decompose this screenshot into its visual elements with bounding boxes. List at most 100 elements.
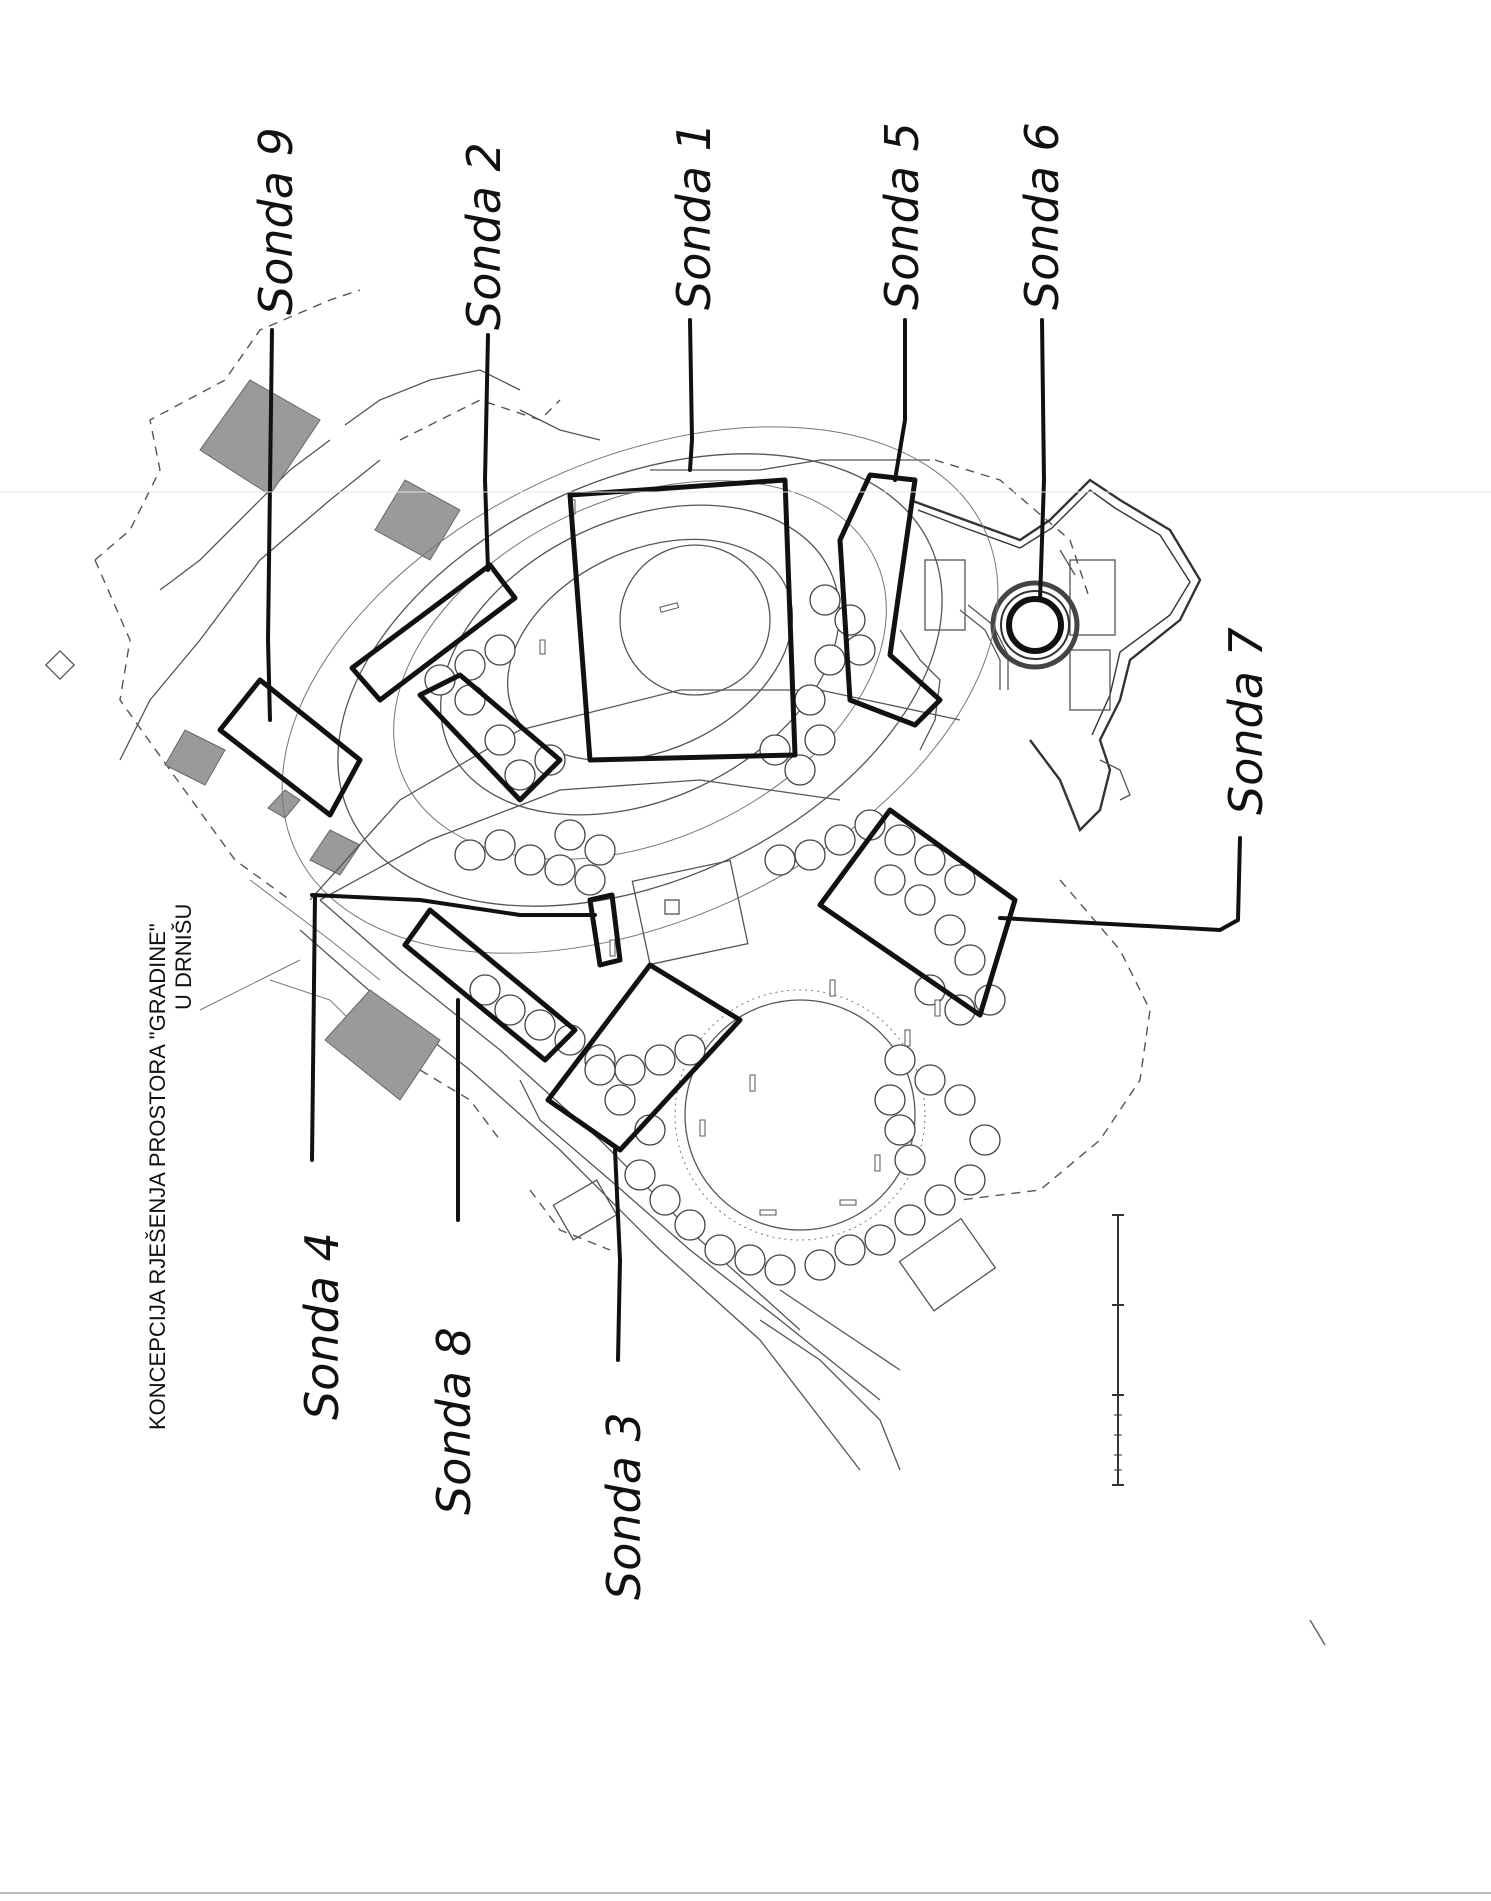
tree-symbol xyxy=(484,634,516,666)
tree-symbol xyxy=(534,744,566,776)
tree-symbol xyxy=(524,1009,556,1041)
tree-symbol xyxy=(874,1084,906,1116)
tree-symbol xyxy=(454,839,486,871)
tree-symbol xyxy=(484,724,516,756)
tree-symbol xyxy=(554,1024,586,1056)
sonda-5-leader xyxy=(893,318,907,482)
tree-symbol xyxy=(759,734,791,766)
sonda-1-outline xyxy=(567,477,798,763)
sonda-small-outline xyxy=(587,892,623,968)
sonda-4-leader xyxy=(310,893,597,1162)
plan-title-line1: KONCEPCIJA RJEŠENJA PROSTORA "GRADINE" xyxy=(145,923,170,1430)
tree-symbol xyxy=(584,1054,616,1086)
tree-symbol xyxy=(649,1184,681,1216)
tree-symbol xyxy=(834,604,866,636)
tree-symbol xyxy=(804,724,836,756)
sonda-7-label: Sonda 7 xyxy=(1219,627,1273,815)
tree-symbol xyxy=(804,1249,836,1281)
building-2 xyxy=(374,479,461,561)
sonda-5-label: Sonda 5 xyxy=(875,122,929,310)
tree-symbol xyxy=(674,1209,706,1241)
amphitheatre xyxy=(281,426,999,966)
benches xyxy=(539,499,941,1216)
marker-square xyxy=(44,649,76,681)
tree-symbol xyxy=(934,914,966,946)
tree-symbol xyxy=(914,1064,946,1096)
sonda-3-label: Sonda 3 xyxy=(597,1412,651,1600)
sonda-outlines xyxy=(217,472,1018,1153)
tree-symbol xyxy=(814,644,846,676)
building-1 xyxy=(199,379,321,496)
tree-symbol xyxy=(924,1184,956,1216)
tree-symbol xyxy=(954,944,986,976)
sonda-7-leader xyxy=(998,836,1242,932)
tree-symbol xyxy=(824,824,856,856)
tree-symbol xyxy=(554,819,586,851)
tree-symbol xyxy=(494,994,526,1026)
tree-symbol xyxy=(864,1224,896,1256)
sonda-1-label: Sonda 1 xyxy=(667,122,721,310)
tree-symbol xyxy=(834,1234,866,1266)
tree-symbol xyxy=(514,844,546,876)
tree-symbol xyxy=(674,1034,706,1066)
tree-symbol xyxy=(794,684,826,716)
tree-symbol xyxy=(604,1084,636,1116)
context-lines xyxy=(119,369,930,1471)
central-platform xyxy=(631,859,749,966)
tree-symbol xyxy=(784,754,816,786)
sonda-5-outline xyxy=(837,472,943,728)
plan-title-line2: U DRNIŠU xyxy=(171,904,196,1010)
tree-symbol xyxy=(894,1144,926,1176)
leader-lines xyxy=(266,318,1242,1362)
sonda-7-outline xyxy=(817,807,1018,1018)
sonda-9-leader xyxy=(266,328,274,722)
sonda-2-outline xyxy=(349,562,518,703)
tree-symbol xyxy=(764,1254,796,1286)
sonda-4-label: Sonda 4 xyxy=(295,1232,349,1420)
tree-symbol xyxy=(734,1244,766,1276)
tree-symbol xyxy=(484,829,516,861)
tree-symbol xyxy=(894,1204,926,1236)
sonda-2b-outline xyxy=(417,672,563,803)
sonda-labels: Sonda 9 Sonda 2 Sonda 1 Sonda 5 Sonda 6 … xyxy=(249,122,1273,1600)
tree-symbol xyxy=(914,844,946,876)
sonda-3-leader xyxy=(613,1148,622,1362)
tree-symbol xyxy=(469,974,501,1006)
tree-symbol xyxy=(454,649,486,681)
sonda-6-label: Sonda 6 xyxy=(1015,122,1069,310)
tree-symbol xyxy=(504,759,536,791)
sonda-1-leader xyxy=(688,318,694,472)
tree-symbol xyxy=(764,844,796,876)
sonda-2-label: Sonda 2 xyxy=(457,142,511,330)
scale-bar xyxy=(1112,1214,1124,1486)
tree-symbol xyxy=(884,1044,916,1076)
fortress-outline xyxy=(899,478,1202,833)
building-4 xyxy=(267,789,301,819)
plan-title: KONCEPCIJA RJEŠENJA PROSTORA "GRADINE" U… xyxy=(145,904,196,1430)
tree-symbol xyxy=(944,864,976,896)
tree-symbol xyxy=(544,854,576,886)
sonda-2-leader xyxy=(483,333,490,572)
lower-plaza xyxy=(552,989,997,1312)
building-3 xyxy=(164,729,226,786)
sonda-9-label: Sonda 9 xyxy=(249,127,303,315)
scan-marks xyxy=(0,491,1491,1894)
central-circle xyxy=(619,544,771,696)
buildings xyxy=(44,379,461,1101)
tree-symbol xyxy=(954,1164,986,1196)
tower xyxy=(990,580,1080,670)
tree-symbol xyxy=(884,1114,916,1146)
sonda-3-outline xyxy=(545,962,743,1153)
tree-symbol xyxy=(614,1054,646,1086)
tree-symbol xyxy=(584,834,616,866)
tree-symbol xyxy=(809,584,841,616)
tree-symbol xyxy=(904,884,936,916)
tree-symbol xyxy=(624,1159,656,1191)
tree-symbol xyxy=(644,1044,676,1076)
tree-symbol xyxy=(969,1124,1001,1156)
sonda-8-label: Sonda 8 xyxy=(427,1327,481,1515)
tree-symbol xyxy=(794,839,826,871)
tree-symbol xyxy=(944,1084,976,1116)
sonda-9-outline xyxy=(217,677,363,818)
